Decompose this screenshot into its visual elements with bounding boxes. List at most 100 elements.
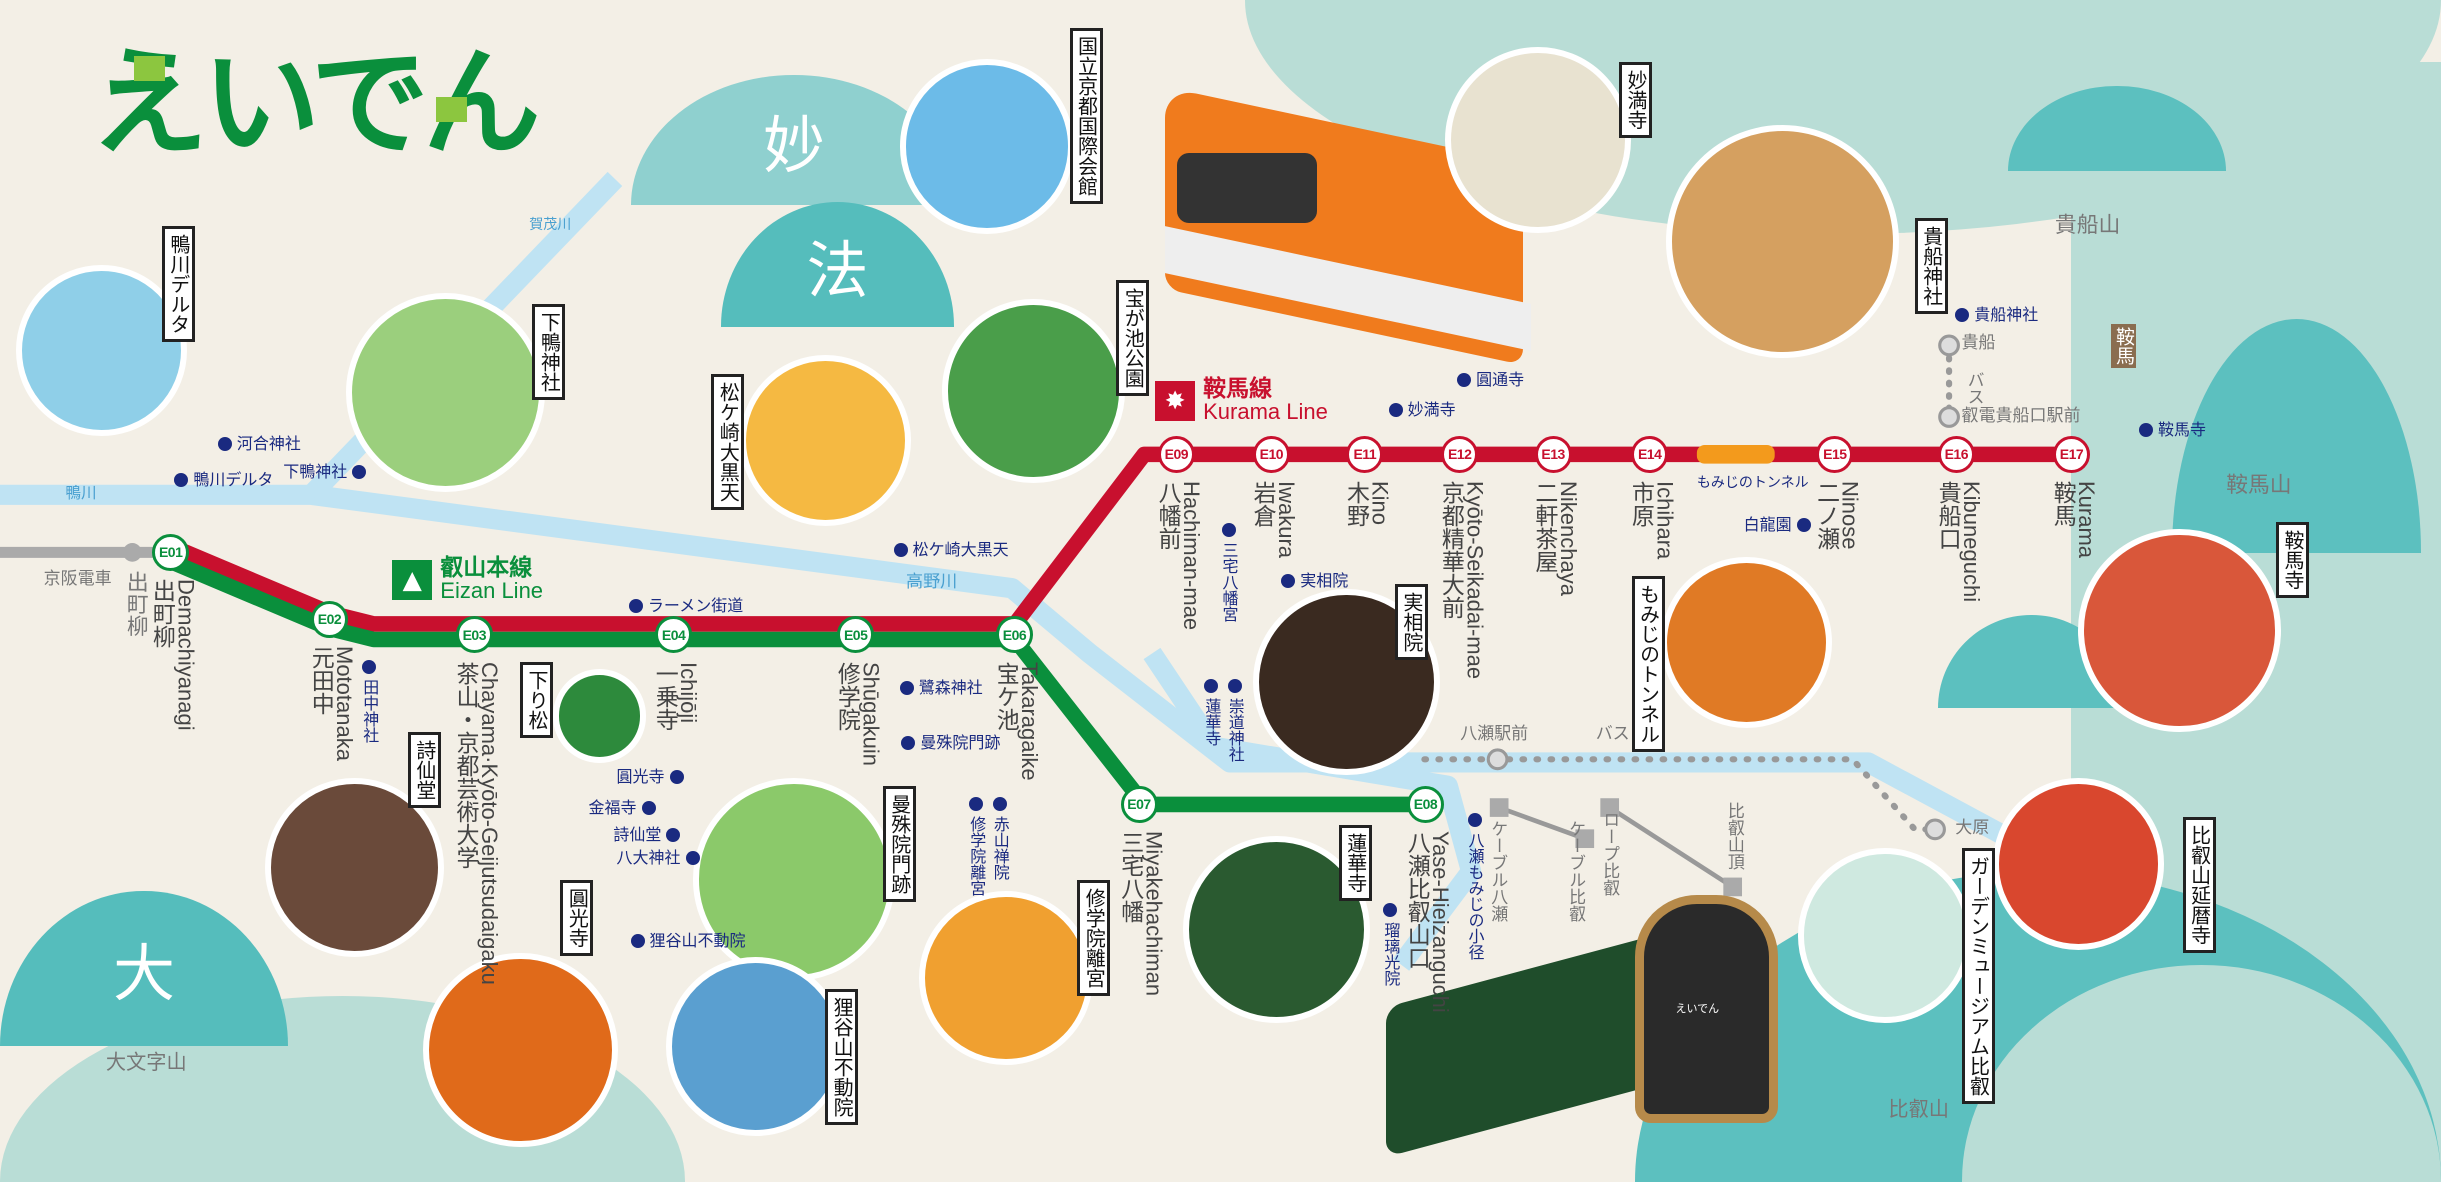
station-name-en: Nikenchaya [1557, 481, 1579, 596]
poi-spot[interactable]: 鞍馬寺 [2139, 422, 2206, 438]
poi-spot[interactable]: 瑠璃光院 [1382, 903, 1398, 986]
poi-spot[interactable]: 下鴨神社 [283, 464, 366, 480]
place-label: 貴船 [1962, 335, 1996, 352]
station-e14[interactable]: E14 [1631, 436, 1668, 473]
station-e04[interactable]: E04 [655, 616, 692, 653]
attraction-illustration [1661, 557, 1832, 728]
poi-spot[interactable]: 松ケ崎大黒天 [894, 542, 1009, 558]
attraction-label[interactable]: 曼殊院門跡 [883, 786, 916, 902]
poi-label: 赤山禅院 [992, 816, 1008, 880]
attraction-label[interactable]: 下り松 [520, 662, 553, 738]
attraction-label[interactable]: ガーデンミュージアム比叡 [1962, 848, 1995, 1104]
station-e12[interactable]: E12 [1441, 436, 1478, 473]
poi-spot[interactable]: 曼殊院門跡 [901, 735, 1000, 751]
attraction-illustration [740, 355, 911, 526]
poi-label: 狸谷山不動院 [650, 933, 746, 949]
poi-label: 崇道神社 [1227, 698, 1243, 762]
poi-spot[interactable]: 実相院 [1281, 573, 1348, 589]
poi-label: 三宅八幡宮 [1221, 542, 1237, 622]
attraction-label[interactable]: 鴨川デルタ [162, 226, 195, 342]
poi-spot[interactable]: 金福寺 [589, 800, 656, 816]
station-name-en: Shūgakuin [859, 662, 881, 766]
attraction-label[interactable]: 妙満寺 [1619, 62, 1652, 138]
attraction-label[interactable]: 修学院離宮 [1077, 880, 1110, 996]
poi-spot[interactable]: 貴船神社 [1955, 307, 2038, 323]
station-e02[interactable]: E02 [311, 601, 348, 638]
eizan-line-name-ja: 叡山本線 [440, 557, 543, 580]
station-name-en: Kibuneguchi [1960, 481, 1982, 602]
station-name-ja: 八幡前 [1155, 481, 1178, 550]
poi-spot[interactable]: 狸谷山不動院 [631, 933, 746, 949]
poi-label: 鷺森神社 [919, 680, 983, 696]
attraction-label[interactable]: 実相院 [1395, 584, 1428, 660]
attraction-label[interactable]: 詩仙堂 [408, 732, 441, 808]
poi-label: 下鴨神社 [283, 464, 347, 480]
attraction-label[interactable]: 貴船神社 [1915, 218, 1948, 314]
poi-spot[interactable]: 鷺森神社 [900, 680, 983, 696]
poi-spot[interactable]: 崇道神社 [1227, 679, 1243, 762]
station-name-en: Kyōto-Seikadai-mae [1463, 481, 1485, 679]
poi-label: 詩仙堂 [613, 827, 661, 843]
station-e15[interactable]: E15 [1816, 436, 1853, 473]
attraction-label[interactable]: 比叡山延暦寺 [2183, 817, 2216, 953]
poi-spot[interactable]: 白龍園 [1744, 517, 1811, 533]
poi-spot[interactable]: 妙満寺 [1389, 402, 1456, 418]
poi-spot[interactable]: 赤山禅院 [992, 797, 1008, 880]
place-label: バス [1965, 371, 1982, 405]
poi-spot[interactable]: 河合神社 [218, 436, 301, 452]
station-e03[interactable]: E03 [456, 616, 493, 653]
station-name-en: Hachiman-mae [1180, 481, 1202, 630]
station-e09[interactable]: E09 [1158, 436, 1195, 473]
attraction-illustration [1993, 778, 2164, 949]
poi-spot[interactable]: 鴨川デルタ [174, 472, 273, 488]
station-e06[interactable]: E06 [996, 616, 1033, 653]
poi-label: 圓通寺 [1476, 372, 1524, 388]
attraction-illustration [423, 953, 618, 1148]
poi-spot[interactable]: 三宅八幡宮 [1221, 523, 1237, 622]
poi-dot-icon [1222, 523, 1236, 537]
poi-spot[interactable]: 八瀬もみじの小径 [1467, 813, 1483, 960]
poi-dot-icon [1383, 903, 1397, 917]
attraction-label[interactable]: 鞍馬寺 [2276, 522, 2309, 598]
attraction-label[interactable]: 狸谷山不動院 [825, 989, 858, 1125]
attraction-label[interactable]: 宝が池公園 [1116, 280, 1149, 396]
station-e10[interactable]: E10 [1253, 436, 1290, 473]
station-name-ja: 三宅八幡 [1118, 831, 1141, 923]
station-e11[interactable]: E11 [1346, 436, 1383, 473]
station-e07[interactable]: E07 [1121, 786, 1158, 823]
station-name-en: Iwakura [1275, 481, 1297, 558]
attraction-label[interactable]: 松ケ崎大黒天 [711, 374, 744, 510]
poi-label: 金福寺 [589, 800, 637, 816]
poi-spot[interactable]: ラーメン街道 [629, 598, 743, 614]
attraction-label[interactable]: 国立京都国際会館 [1070, 28, 1103, 204]
attraction-label[interactable]: 蓮華寺 [1339, 825, 1372, 901]
poi-spot[interactable]: 圓光寺 [617, 769, 684, 785]
poi-dot-icon [1389, 403, 1403, 417]
station-e13[interactable]: E13 [1535, 436, 1572, 473]
poi-dot-icon [174, 473, 188, 487]
poi-spot[interactable]: 詩仙堂 [613, 827, 680, 843]
station-e01[interactable]: E01 [152, 534, 189, 571]
poi-spot[interactable]: 圓通寺 [1457, 372, 1524, 388]
attraction-label[interactable]: もみじのトンネル [1632, 576, 1665, 752]
station-name-en: Mototanaka [333, 646, 355, 761]
kurama-line-name-ja: 鞍馬線 [1203, 378, 1328, 401]
poi-dot-icon [1797, 518, 1811, 532]
poi-spot[interactable]: 修学院離宮 [968, 797, 984, 896]
attraction-label[interactable]: 下鴨神社 [532, 304, 565, 400]
station-e16[interactable]: E16 [1938, 436, 1975, 473]
poi-dot-icon [362, 660, 376, 674]
station-e17[interactable]: E17 [2053, 436, 2090, 473]
attraction-label[interactable]: 圓光寺 [560, 880, 593, 956]
station-name-ja: 修学院 [834, 662, 857, 731]
place-label: 叡電貴船口駅前 [1962, 408, 2081, 425]
attraction-illustration [346, 293, 545, 492]
poi-spot[interactable]: 田中神社 [361, 660, 377, 743]
poi-dot-icon [686, 851, 700, 865]
station-name-ja: 市原 [1628, 481, 1651, 527]
attraction-illustration [553, 669, 646, 762]
poi-spot[interactable]: 蓮華寺 [1203, 679, 1219, 746]
poi-spot[interactable]: 八大神社 [617, 850, 700, 866]
station-e08[interactable]: E08 [1407, 786, 1444, 823]
